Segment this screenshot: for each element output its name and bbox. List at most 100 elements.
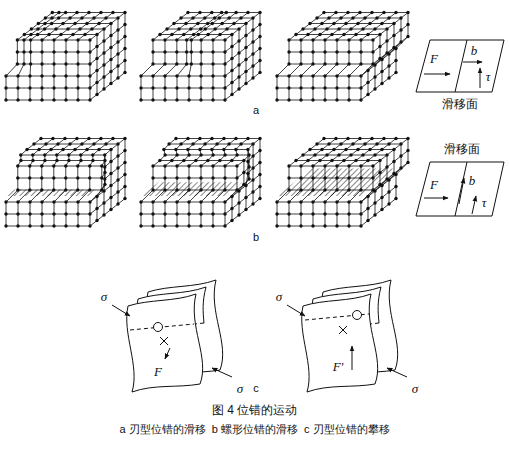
atom-dot <box>116 178 119 181</box>
lattice-line <box>320 160 332 161</box>
lattice-line <box>289 214 301 215</box>
lattice-line <box>66 12 77 13</box>
atom-dot <box>198 137 201 140</box>
lattice-block <box>139 137 261 228</box>
atom-dot <box>347 176 350 179</box>
atom-dot <box>258 149 261 152</box>
lattice-line <box>30 214 31 226</box>
atom-dot <box>247 177 250 180</box>
atom-dot <box>151 74 154 77</box>
lattice-line <box>344 160 356 161</box>
lattice-line <box>176 166 177 178</box>
lattice-line <box>181 144 193 145</box>
lattice-line <box>54 226 66 227</box>
atom-dot <box>175 62 178 65</box>
atom-dot <box>71 33 74 36</box>
lattice-line <box>201 88 202 100</box>
force-arrow <box>165 348 170 359</box>
lattice-line <box>337 88 349 89</box>
lattice-line <box>42 202 54 203</box>
lattice-line <box>380 173 381 185</box>
lattice-line <box>313 166 314 178</box>
lattice-line <box>141 76 142 88</box>
vector-arrow <box>424 74 450 75</box>
atom-dot <box>308 148 311 151</box>
lattice-line <box>301 64 313 65</box>
lattice-line <box>324 138 336 139</box>
atom-dot <box>210 148 213 151</box>
atom-dot <box>40 200 43 203</box>
lattice-line <box>337 214 338 226</box>
lattice-line <box>89 166 90 178</box>
lattice-line <box>337 40 349 41</box>
lattice-line <box>111 198 112 210</box>
atom-dot <box>88 188 91 191</box>
atom-dot <box>83 33 86 36</box>
plane-label: 滑移面 <box>444 143 480 155</box>
atom-dot <box>109 70 112 73</box>
lattice-block <box>4 11 126 102</box>
lattice-line <box>66 52 67 64</box>
lattice-line <box>66 88 67 100</box>
lattice-line <box>349 76 350 88</box>
atom-dot <box>232 22 235 25</box>
atom-dot <box>52 86 55 89</box>
atom-dot <box>103 177 106 180</box>
lattice-line <box>310 149 322 150</box>
lattice-line <box>301 52 302 64</box>
atom-dot <box>76 224 79 227</box>
lattice-line <box>361 166 362 178</box>
lattice-line <box>213 52 214 64</box>
lattice-line <box>208 34 220 35</box>
lattice-line <box>337 190 349 191</box>
atom-dot <box>311 74 314 77</box>
lattice-line <box>89 178 90 190</box>
atom-dot <box>102 27 105 30</box>
atom-dot <box>189 27 192 30</box>
lattice-line <box>46 144 58 145</box>
atom-dot <box>151 98 154 101</box>
atom-dot <box>44 142 47 145</box>
atom-dot <box>79 153 82 156</box>
lattice-line <box>239 53 240 65</box>
lattice-line <box>325 166 337 167</box>
atom-dot <box>246 137 249 140</box>
atom-dot <box>230 159 233 162</box>
lattice-line <box>24 52 25 64</box>
lattice-line <box>301 190 313 191</box>
lattice-line <box>253 168 254 180</box>
vector-arrow <box>480 68 481 88</box>
lattice-line <box>213 226 225 227</box>
atom-dot <box>40 62 43 65</box>
atom-dot <box>151 50 154 53</box>
lattice-line <box>125 49 126 61</box>
lattice-line <box>358 23 370 24</box>
lattice-line <box>225 155 237 156</box>
atom-dot <box>43 27 46 30</box>
lattice-line <box>186 40 187 52</box>
atom-dot <box>371 38 374 41</box>
lattice-line <box>164 178 165 190</box>
atom-dot <box>258 137 261 140</box>
lattice-line <box>165 88 166 100</box>
lattice-line <box>189 166 201 167</box>
lattice-line <box>365 144 377 145</box>
atom-dot <box>368 148 371 151</box>
lattice-line <box>33 155 45 156</box>
lattice-line <box>301 190 313 202</box>
atom-dot <box>361 27 364 30</box>
atom-dot <box>223 176 226 179</box>
lattice-line <box>289 64 301 76</box>
lattice-line <box>141 190 153 202</box>
atom-dot <box>230 207 233 210</box>
atom-dot <box>198 148 201 151</box>
lattice-line <box>232 197 233 209</box>
atom-dot <box>52 212 55 215</box>
lattice-line <box>97 71 98 83</box>
lattice-line <box>213 40 225 41</box>
lattice-line <box>153 202 165 203</box>
lattice-line <box>78 190 90 191</box>
lattice-line <box>380 47 381 59</box>
lattice-line <box>106 144 118 145</box>
lattice-line <box>246 48 247 60</box>
